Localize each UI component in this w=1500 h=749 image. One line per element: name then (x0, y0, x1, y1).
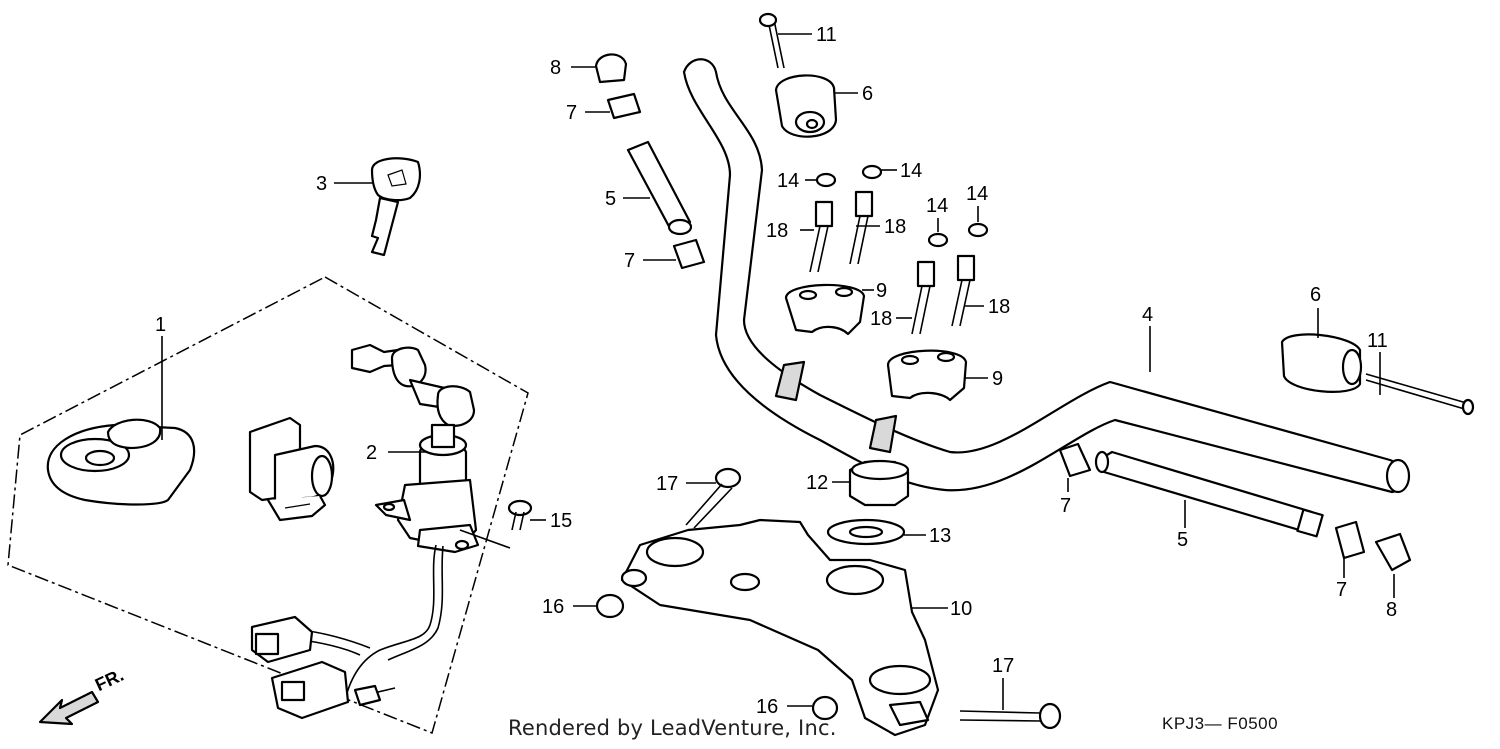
callout-12: 12 (806, 472, 828, 494)
bar-end-weight-top (758, 12, 838, 138)
front-direction-arrow (38, 690, 100, 726)
holder-bolts (809, 164, 989, 335)
handlebar (682, 58, 1411, 494)
callout-18-c: 18 (870, 308, 892, 330)
callout-7-mid: 7 (624, 250, 635, 272)
callout-9-upper: 9 (876, 280, 887, 302)
callout-labels: 1 2 3 4 5 5 6 6 7 7 7 7 8 8 9 9 10 11 11… (155, 24, 1397, 718)
callout-1: 1 (155, 314, 166, 336)
callout-11-top: 11 (816, 24, 837, 46)
callout-8-top: 8 (550, 57, 561, 79)
diagram-code: KPJ3— F0500 (1162, 714, 1279, 733)
callout-18-d: 18 (988, 296, 1010, 318)
callout-4: 4 (1142, 304, 1153, 326)
render-credit: Rendered by LeadVenture, Inc. (508, 716, 837, 740)
fasteners (507, 467, 1062, 730)
ignition-cover-pad (46, 418, 196, 506)
callout-11-right: 11 (1367, 330, 1388, 352)
callout-6-right: 6 (1310, 284, 1321, 306)
callout-10: 10 (950, 598, 972, 620)
callout-5-left: 5 (605, 188, 616, 210)
callout-14-c: 14 (926, 195, 948, 217)
callout-7-top: 7 (566, 102, 577, 124)
grip-insert-right (1058, 442, 1412, 572)
callout-14-d: 14 (966, 183, 988, 205)
handlebar-holder-lower (886, 349, 968, 402)
callout-13: 13 (929, 525, 951, 547)
top-bridge (620, 518, 940, 737)
callout-3: 3 (316, 173, 327, 195)
callout-15: 15 (550, 510, 572, 532)
callout-16-bottom: 16 (756, 696, 778, 718)
handlebar-holder-upper (784, 283, 866, 336)
stem-nut-and-washer (826, 459, 910, 546)
callout-17-left: 17 (656, 473, 678, 495)
callout-17-right: 17 (992, 655, 1014, 677)
callout-9-lower: 9 (992, 368, 1003, 390)
connector-bracket (248, 416, 335, 522)
key (370, 157, 421, 257)
callout-14-a: 14 (777, 170, 799, 192)
ignition-switch (250, 343, 480, 720)
ignition-kit-boundary (7, 276, 529, 735)
grip-insert-left (594, 53, 706, 270)
callout-8-right: 8 (1386, 599, 1397, 621)
callout-7-right-a: 7 (1060, 495, 1071, 517)
callout-2: 2 (366, 442, 377, 464)
callout-7-right-b: 7 (1336, 579, 1347, 601)
callout-6-top: 6 (862, 83, 873, 105)
callout-18-a: 18 (766, 220, 788, 242)
callout-5-right: 5 (1177, 529, 1188, 551)
bar-end-weight-right (1280, 333, 1475, 416)
callout-18-b: 18 (884, 216, 906, 238)
leader-lines (161, 33, 1395, 710)
callout-14-b: 14 (900, 160, 922, 182)
callout-16-left: 16 (542, 596, 564, 618)
